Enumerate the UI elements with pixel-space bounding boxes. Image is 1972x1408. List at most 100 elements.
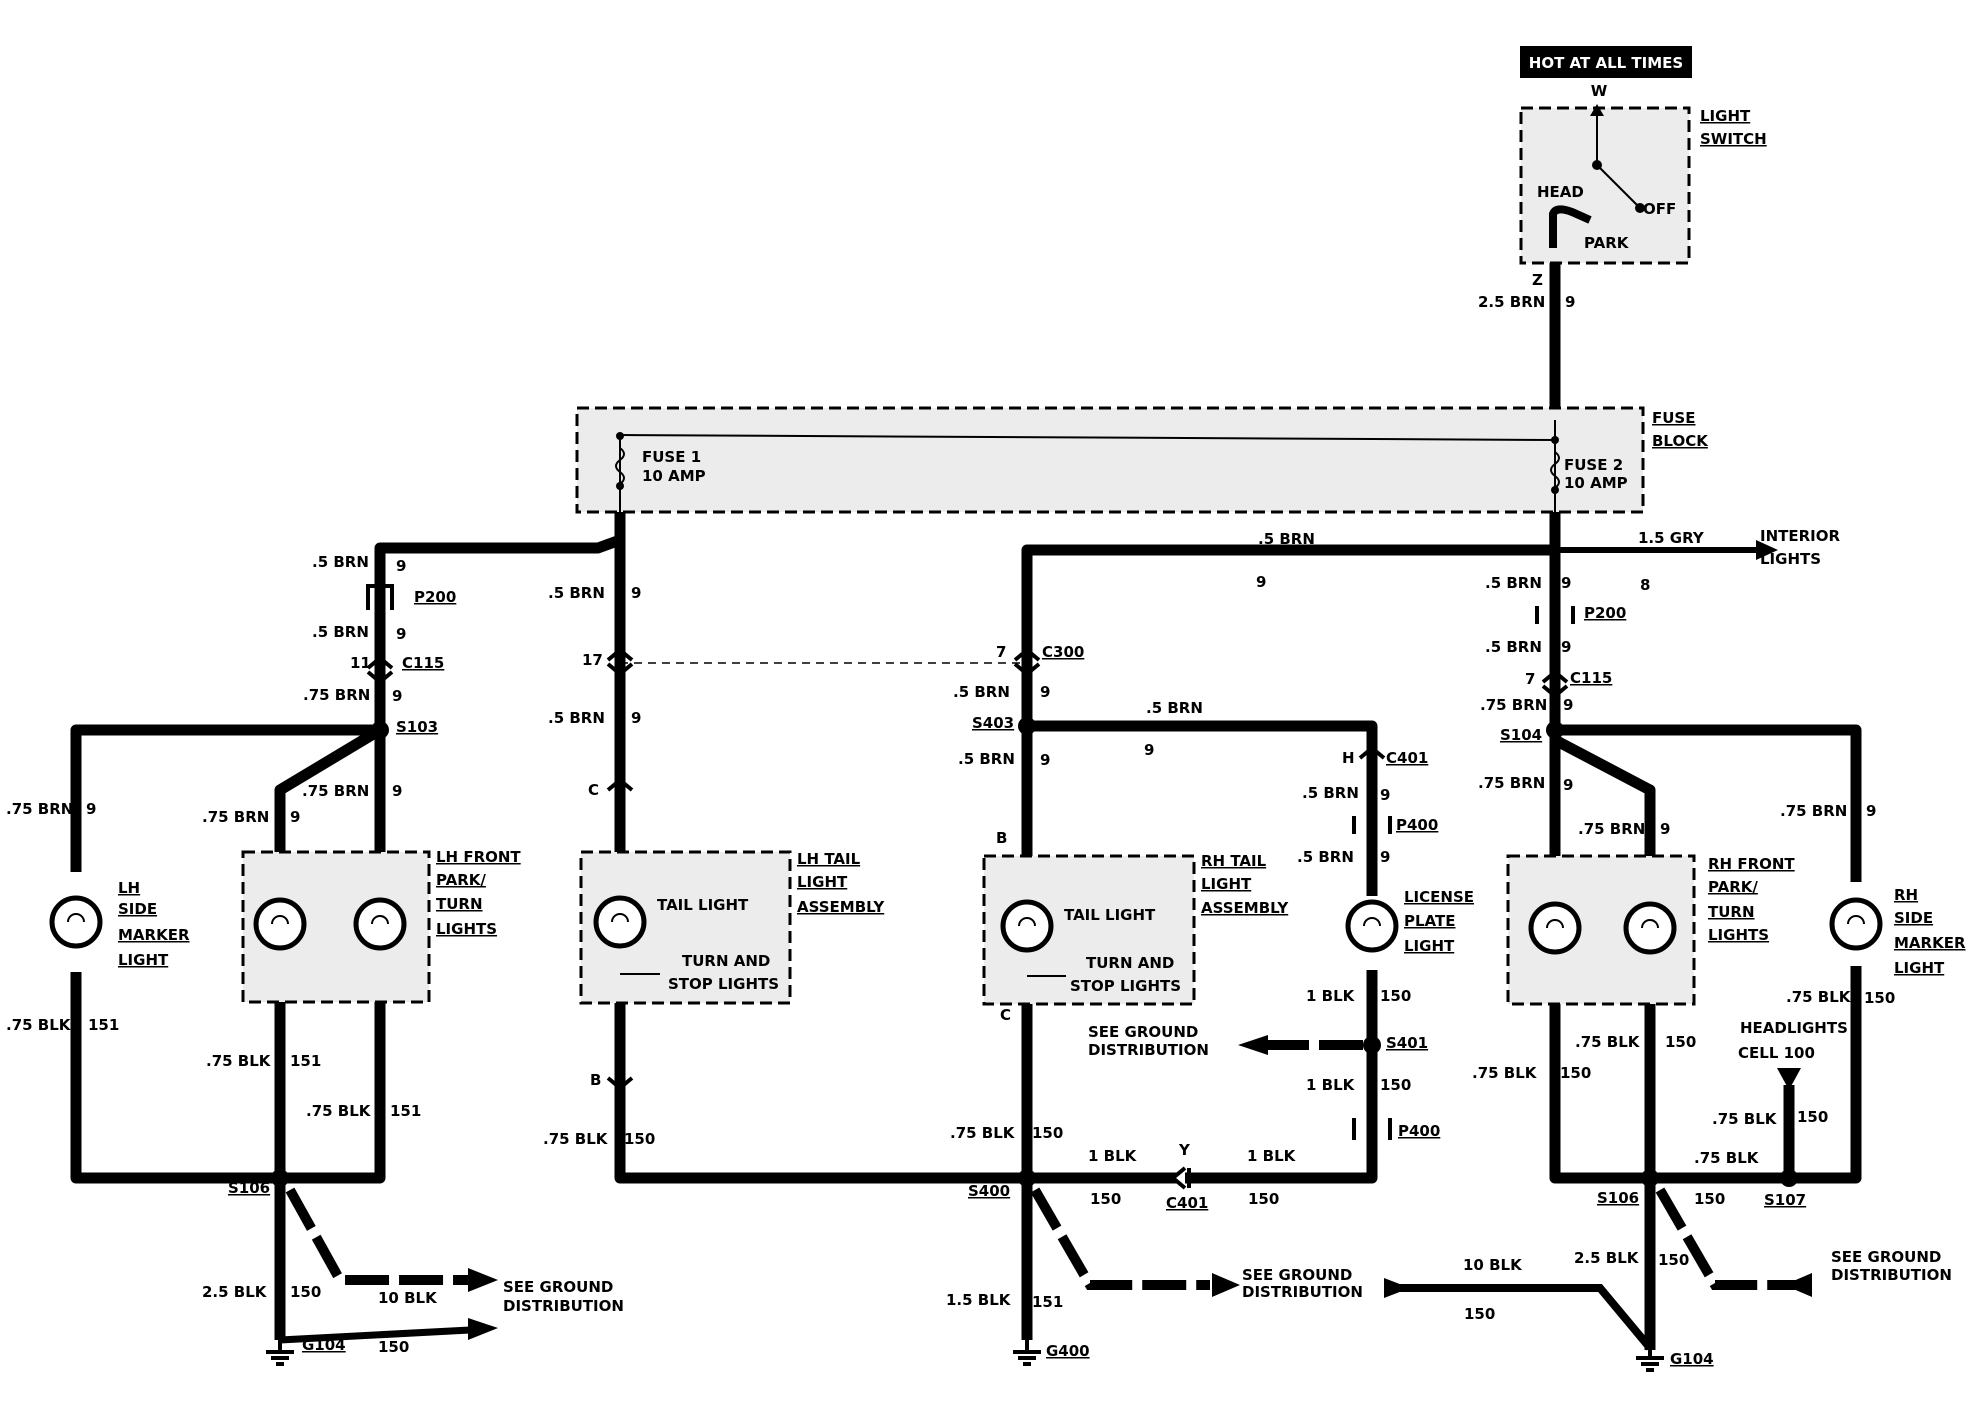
rh-side-wire-bot: .75 BLK: [1786, 988, 1852, 1006]
lh-see-ground-arrow: [468, 1268, 498, 1292]
lh-park-b-left: .75 BLK: [206, 1052, 272, 1070]
rh-park-right-feed: [1552, 735, 1656, 856]
license-c401: C401: [1386, 749, 1428, 767]
headlights-label-2: CELL 100: [1738, 1044, 1815, 1062]
rh-side-name-4: LIGHT: [1894, 959, 1945, 977]
rh-feed-p200: P200: [1584, 604, 1626, 622]
lh-tail-name-2: LIGHT: [797, 873, 848, 891]
p200-rh-connector: [1535, 606, 1575, 624]
fuse-block-box: [575, 406, 1645, 514]
interior-arrow: [1756, 540, 1778, 560]
switch-pivot: [1592, 160, 1602, 170]
rh-park-w-right: .75 BRN: [1578, 820, 1645, 838]
switch-w-arrow: [1590, 104, 1604, 116]
lh-gwire: 10 BLK: [378, 1289, 438, 1307]
rh-tail-pin-b: B: [996, 829, 1007, 847]
lh-tail-ground-wire: [614, 1003, 1027, 1184]
lh-front-feed-wire: [374, 512, 626, 730]
lh-side-name-3: MARKER: [118, 926, 190, 944]
s403-splice: [1018, 717, 1036, 735]
rh-feed-w2: .5 BRN: [1485, 638, 1542, 656]
c115-rh-connector: [1541, 669, 1569, 699]
license-s401: S401: [1386, 1034, 1428, 1052]
rh-park-name-1: RH FRONT: [1708, 855, 1795, 873]
lh-side-c-bot: 151: [88, 1016, 119, 1034]
lh-side-name-4: LIGHT: [118, 951, 169, 969]
license-c1: 9: [1144, 741, 1154, 759]
rh-side-c-top: 9: [1866, 802, 1876, 820]
lh-tail-c-connector: [606, 777, 634, 792]
center-ground-circuit: 151: [1032, 1293, 1063, 1311]
rh-park-w-left: .75 BRN: [1478, 774, 1545, 792]
rh-gcircuit: 150: [1464, 1305, 1495, 1323]
rh-park-b-left: .75 BLK: [1472, 1064, 1538, 1082]
interior-name-2: LIGHTS: [1760, 550, 1821, 568]
lh-ground-circuit: 150: [290, 1283, 321, 1301]
rh-ground-dist-wire: [1655, 1187, 1815, 1290]
license-bulb-icon: [1345, 899, 1399, 953]
rh-side-name-2: SIDE: [1894, 909, 1933, 927]
license-p400: P400: [1396, 816, 1438, 834]
lh-ground-wire: 2.5 BLK: [202, 1283, 268, 1301]
s400-label: S400: [968, 1182, 1010, 1200]
license-see-2: DISTRIBUTION: [1088, 1041, 1209, 1059]
rh-park-right-bulb-icon: [1623, 901, 1677, 955]
headlights-c2: 150: [1694, 1190, 1725, 1208]
lh-tail-pin-b: B: [590, 1071, 601, 1089]
license-wb2: 1 BLK: [1306, 1076, 1356, 1094]
rh-tail-name-2: LIGHT: [1201, 875, 1252, 893]
pin17-connector: [606, 647, 634, 677]
lh-side-marker-feed: [70, 724, 380, 872]
lh-side-wire-bot: .75 BLK: [6, 1016, 72, 1034]
lh-park-c-right: 9: [392, 782, 402, 800]
headlights-label-1: HEADLIGHTS: [1740, 1019, 1848, 1037]
rh-tail-cb: 150: [1032, 1124, 1063, 1142]
rh-tail-c300: C300: [1042, 643, 1084, 661]
lh-park-left-feed: [274, 725, 383, 852]
g104-rh-ground-icon: [1636, 1350, 1664, 1372]
lh-10blk-wire: [279, 1326, 471, 1344]
rh-park-b-right: .75 BLK: [1575, 1033, 1641, 1051]
rh-side-wire-top: .75 BRN: [1780, 802, 1847, 820]
s400-splice: [1018, 1169, 1036, 1187]
s107-splice: [1780, 1169, 1798, 1187]
c300-connector: [1013, 647, 1041, 677]
c115-lh-connector: [366, 655, 394, 685]
lh-tail-pin17: 17: [582, 651, 603, 669]
rh-side-name-1: RH: [1894, 886, 1918, 904]
fuse2-symbol: [1550, 451, 1560, 489]
rh-feed-c115: C115: [1570, 669, 1612, 687]
lh-park-name-4: LIGHTS: [436, 920, 497, 938]
lh-tail-turn-1: TURN AND: [682, 952, 770, 970]
interior-circuit-label: 8: [1640, 576, 1650, 594]
rh-park-name-4: LIGHTS: [1708, 926, 1769, 944]
s401-arrow: [1238, 1035, 1268, 1055]
fuse1-symbol: [615, 447, 625, 485]
rh-tail-wb: .75 BLK: [950, 1124, 1016, 1142]
lh-feed-c3: 9: [392, 687, 402, 705]
license-name-2: PLATE: [1404, 912, 1455, 930]
rh-feed-c1: 9: [1561, 574, 1571, 592]
lh-feed-w2: .5 BRN: [312, 623, 369, 641]
lh-feed-w3: .75 BRN: [303, 686, 370, 704]
lh-park-b-right: .75 BLK: [306, 1102, 372, 1120]
switch-z-label: Z: [1532, 271, 1543, 289]
rh-gwire: 10 BLK: [1463, 1256, 1523, 1274]
hot-label-box: [1520, 46, 1692, 78]
lh-tail-w1: .5 BRN: [548, 584, 605, 602]
lh-park-w-left: .75 BRN: [202, 808, 269, 826]
fuse-block-name-1: FUSE: [1652, 409, 1695, 427]
license-w1: .5 BRN: [1146, 699, 1203, 717]
license-cb4: 150: [1090, 1190, 1121, 1208]
lh-park-name-2: PARK/: [436, 871, 486, 889]
lh-side-wire-top: .75 BRN: [6, 800, 73, 818]
rh-tail-feed-wire: [1021, 512, 1561, 856]
fuse2-bottom-dot: [1551, 486, 1559, 494]
license-w3: .5 BRN: [1297, 848, 1354, 866]
main-feed-circuit: 9: [1565, 293, 1575, 311]
s107-label: S107: [1764, 1191, 1806, 1209]
lh-tail-b-connector: [606, 1076, 634, 1091]
fuse1-bottom-dot: [616, 482, 624, 490]
license-name-3: LIGHT: [1404, 937, 1455, 955]
license-pin-y: Y: [1178, 1141, 1191, 1159]
